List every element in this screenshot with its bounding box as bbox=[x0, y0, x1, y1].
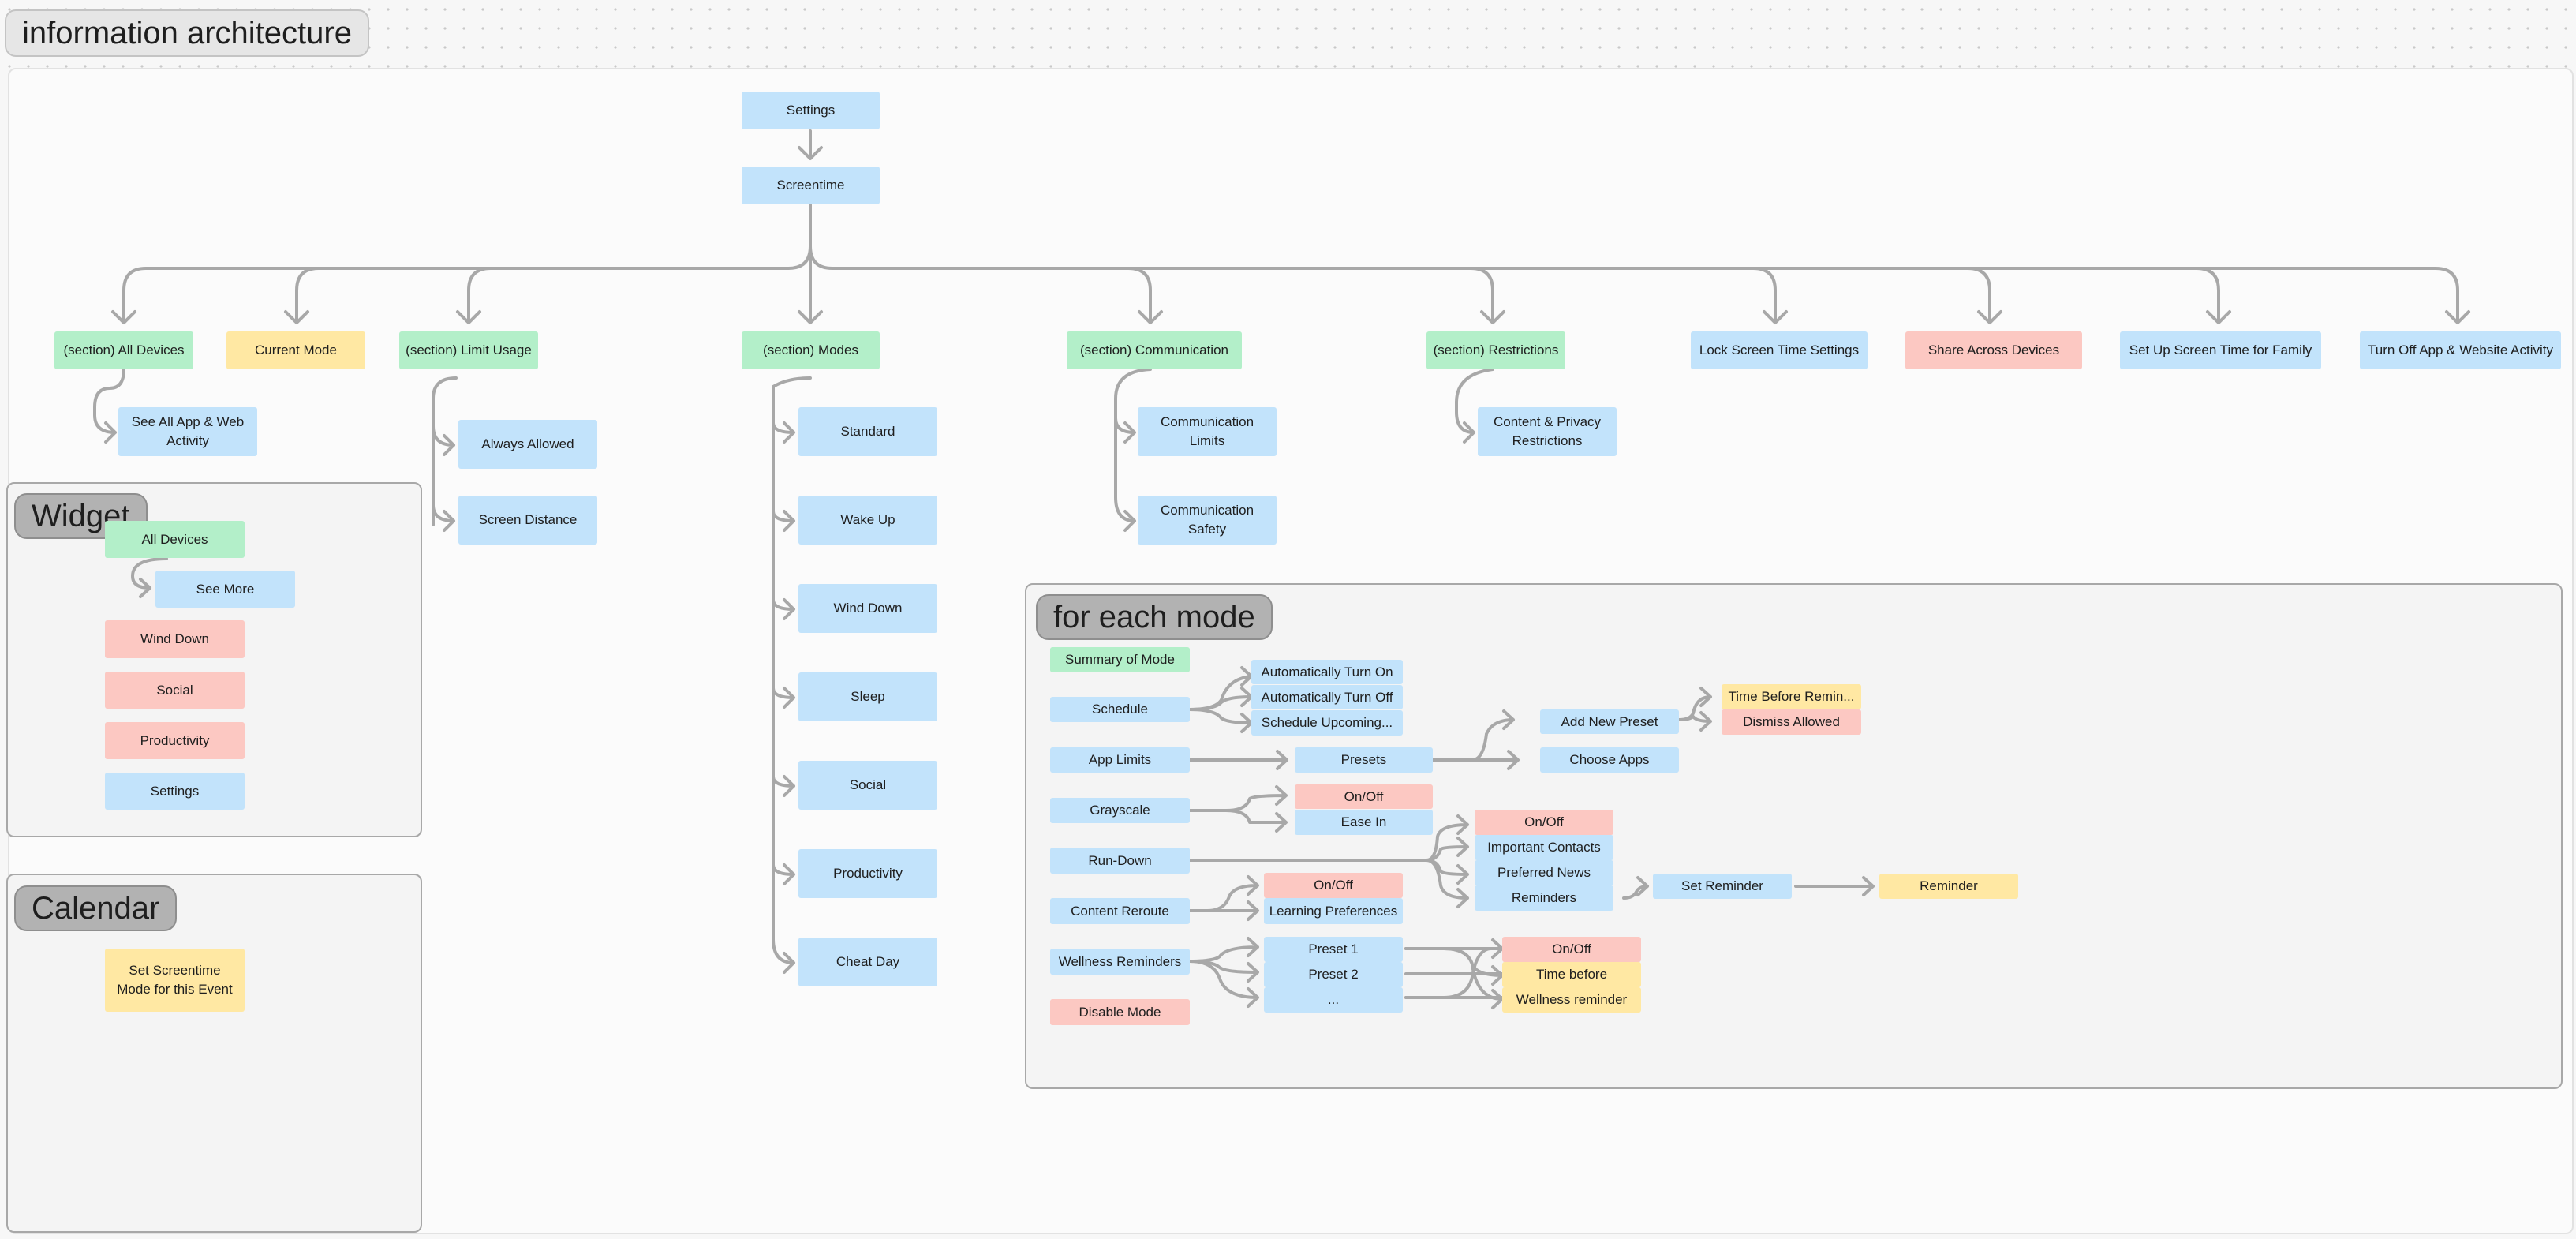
node-mode-wake-up[interactable]: Wake Up bbox=[798, 496, 937, 545]
wellness-reminder[interactable]: Wellness reminder bbox=[1502, 987, 1641, 1013]
presets-add-new[interactable]: Add New Preset bbox=[1540, 709, 1679, 734]
grayscale-ease-in[interactable]: Ease In bbox=[1295, 810, 1433, 835]
wellness-on-off[interactable]: On/Off bbox=[1502, 937, 1641, 962]
node-share-across-devices[interactable]: Share Across Devices bbox=[1905, 331, 2082, 369]
run-down-important-contacts[interactable]: Important Contacts bbox=[1475, 835, 1613, 860]
run-down-preferred-news[interactable]: Preferred News bbox=[1475, 860, 1613, 885]
presets-choose-apps[interactable]: Choose Apps bbox=[1540, 747, 1679, 773]
node-mode-cheat-day[interactable]: Cheat Day bbox=[798, 938, 937, 986]
node-mode-wind-down[interactable]: Wind Down bbox=[798, 584, 937, 633]
mode-disable[interactable]: Disable Mode bbox=[1050, 999, 1190, 1025]
mode-grayscale[interactable]: Grayscale bbox=[1050, 798, 1190, 823]
node-screen-distance[interactable]: Screen Distance bbox=[458, 496, 597, 545]
node-mode-standard[interactable]: Standard bbox=[798, 407, 937, 456]
widget-wind-down[interactable]: Wind Down bbox=[105, 620, 245, 658]
node-section-all-devices[interactable]: (section) All Devices bbox=[54, 331, 193, 369]
node-section-restrictions[interactable]: (section) Restrictions bbox=[1426, 331, 1565, 369]
node-current-mode[interactable]: Current Mode bbox=[226, 331, 365, 369]
schedule-auto-on[interactable]: Automatically Turn On bbox=[1251, 660, 1403, 684]
wellness-preset-1[interactable]: Preset 1 bbox=[1264, 937, 1403, 962]
preset-dismiss-allowed[interactable]: Dismiss Allowed bbox=[1722, 709, 1861, 735]
widget-all-devices[interactable]: All Devices bbox=[105, 521, 245, 558]
mode-summary[interactable]: Summary of Mode bbox=[1050, 647, 1190, 672]
run-down-reminders[interactable]: Reminders bbox=[1475, 885, 1613, 911]
node-family-setup[interactable]: Set Up Screen Time for Family bbox=[2120, 331, 2321, 369]
each-mode-section-label: for each mode bbox=[1036, 594, 1273, 640]
run-down-on-off[interactable]: On/Off bbox=[1475, 810, 1613, 835]
node-section-limit-usage[interactable]: (section) Limit Usage bbox=[399, 331, 538, 369]
run-down-reminder[interactable]: Reminder bbox=[1879, 874, 2018, 899]
widget-see-more[interactable]: See More bbox=[155, 571, 295, 608]
mode-run-down[interactable]: Run-Down bbox=[1050, 848, 1190, 874]
node-section-communication[interactable]: (section) Communication bbox=[1067, 331, 1242, 369]
node-lock-screen-time-settings[interactable]: Lock Screen Time Settings bbox=[1691, 331, 1868, 369]
board-title: information architecture bbox=[5, 9, 369, 57]
calendar-event-mode[interactable]: Set Screentime Mode for this Event bbox=[105, 949, 245, 1012]
mode-content-reroute[interactable]: Content Reroute bbox=[1050, 898, 1190, 924]
node-mode-productivity[interactable]: Productivity bbox=[798, 849, 937, 898]
calendar-section bbox=[6, 874, 422, 1233]
run-down-set-reminder[interactable]: Set Reminder bbox=[1653, 874, 1792, 899]
node-content-privacy-restrictions[interactable]: Content & Privacy Restrictions bbox=[1478, 407, 1617, 456]
widget-productivity[interactable]: Productivity bbox=[105, 722, 245, 759]
node-settings[interactable]: Settings bbox=[742, 92, 880, 129]
node-mode-social[interactable]: Social bbox=[798, 761, 937, 810]
wellness-time-before[interactable]: Time before bbox=[1502, 962, 1641, 987]
mode-schedule[interactable]: Schedule bbox=[1050, 697, 1190, 722]
node-mode-sleep[interactable]: Sleep bbox=[798, 672, 937, 721]
node-turn-off-activity[interactable]: Turn Off App & Website Activity bbox=[2360, 331, 2561, 369]
node-always-allowed[interactable]: Always Allowed bbox=[458, 420, 597, 469]
node-screentime[interactable]: Screentime bbox=[742, 167, 880, 204]
mode-app-limits[interactable]: App Limits bbox=[1050, 747, 1190, 773]
mode-wellness-reminders[interactable]: Wellness Reminders bbox=[1050, 949, 1190, 975]
widget-section-label: Widget bbox=[14, 493, 148, 539]
schedule-auto-off[interactable]: Automatically Turn Off bbox=[1251, 685, 1403, 709]
node-see-all-activity[interactable]: See All App & Web Activity bbox=[118, 407, 257, 456]
app-limits-presets[interactable]: Presets bbox=[1295, 747, 1433, 773]
preset-time-before-reminder[interactable]: Time Before Remin... bbox=[1722, 684, 1861, 709]
grayscale-on-off[interactable]: On/Off bbox=[1295, 784, 1433, 809]
calendar-section-label: Calendar bbox=[14, 885, 178, 931]
wellness-preset-more[interactable]: ... bbox=[1264, 987, 1403, 1013]
node-section-modes[interactable]: (section) Modes bbox=[742, 331, 880, 369]
node-communication-safety[interactable]: Communication Safety bbox=[1138, 496, 1277, 545]
node-communication-limits[interactable]: Communication Limits bbox=[1138, 407, 1277, 456]
schedule-upcoming[interactable]: Schedule Upcoming... bbox=[1251, 710, 1403, 736]
wellness-preset-2[interactable]: Preset 2 bbox=[1264, 962, 1403, 987]
widget-settings[interactable]: Settings bbox=[105, 773, 245, 810]
content-reroute-on-off[interactable]: On/Off bbox=[1264, 873, 1403, 898]
widget-social[interactable]: Social bbox=[105, 672, 245, 709]
content-reroute-learning-preferences[interactable]: Learning Preferences bbox=[1264, 898, 1403, 924]
